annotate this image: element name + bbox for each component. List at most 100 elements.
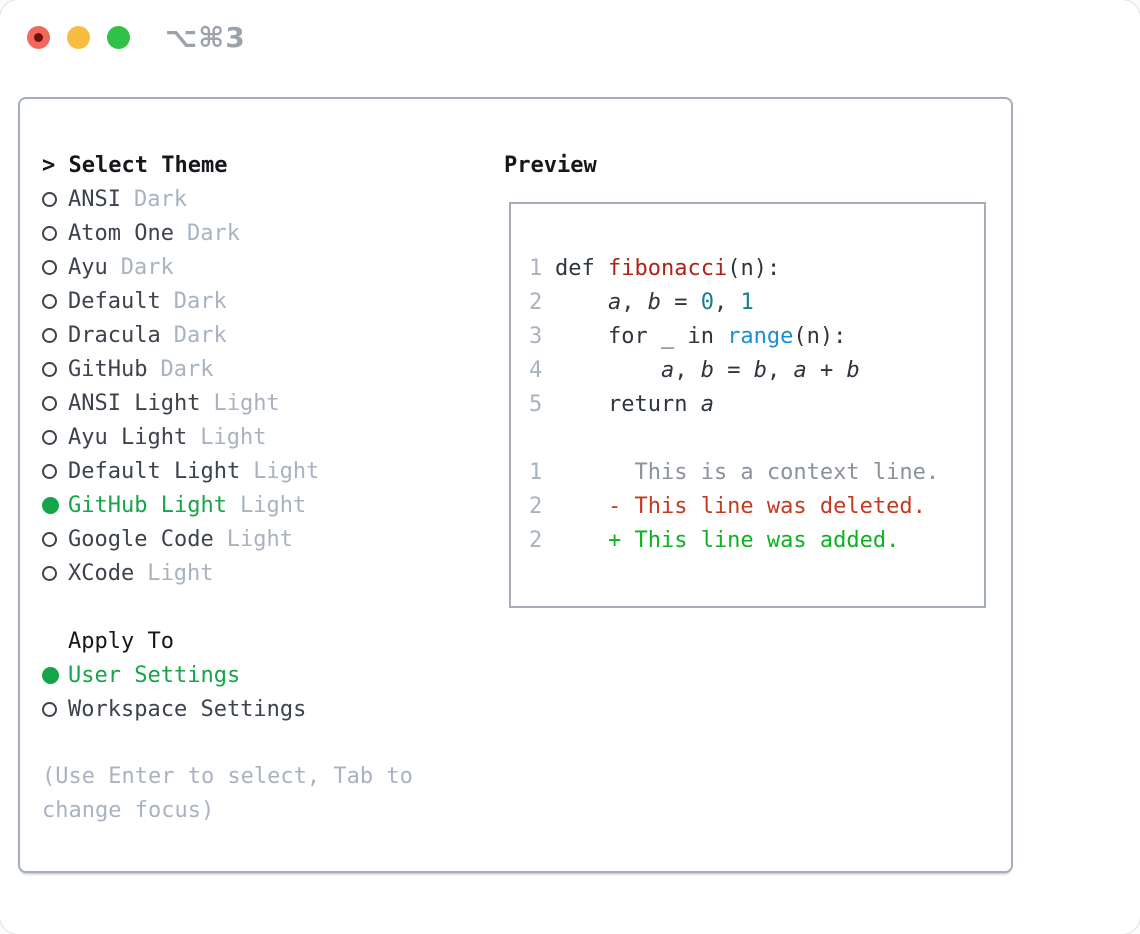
code-token-num: 0 bbox=[700, 289, 714, 315]
option-label: GitHub bbox=[68, 356, 148, 382]
line-number: 2 bbox=[529, 527, 543, 553]
code-token-fg: def bbox=[555, 255, 608, 281]
apply-option-workspace-settings[interactable]: Workspace Settings bbox=[42, 692, 502, 726]
option-label: Atom One bbox=[68, 220, 174, 246]
line-number: 2 bbox=[529, 289, 543, 315]
theme-option-xcode[interactable]: XCode Light bbox=[42, 556, 502, 590]
traffic-lights bbox=[27, 26, 130, 49]
radio-icon bbox=[42, 293, 57, 309]
radio-icon bbox=[42, 463, 57, 479]
code-token-deleted: - This line was deleted. bbox=[555, 493, 926, 519]
theme-option-default[interactable]: Default Dark bbox=[42, 284, 502, 318]
option-label: ANSI Light bbox=[68, 390, 201, 416]
apply-to-title: Apply To bbox=[68, 628, 174, 654]
theme-option-ayu-light[interactable]: Ayu Light Light bbox=[42, 420, 502, 454]
radio-icon bbox=[42, 259, 57, 275]
variant-label: Light bbox=[200, 424, 267, 450]
code-token-var: a bbox=[700, 391, 714, 417]
line-number: 1 bbox=[529, 255, 543, 281]
radio-icon bbox=[42, 531, 57, 547]
focus-caret: > bbox=[42, 152, 69, 178]
keyboard-hint: (Use Enter to select, Tab to change focu… bbox=[42, 764, 413, 823]
option-label: Default bbox=[68, 288, 161, 314]
spacer bbox=[42, 726, 502, 760]
code-line: 2 - This line was deleted. bbox=[529, 489, 984, 523]
option-label: Workspace Settings bbox=[68, 696, 307, 722]
variant-label: Dark bbox=[120, 254, 174, 280]
code-token-added: + This line was added. bbox=[555, 527, 900, 553]
zoom-icon[interactable] bbox=[107, 26, 130, 49]
variant-label: Light bbox=[147, 560, 214, 586]
theme-list-title: > Select Theme bbox=[42, 148, 502, 182]
radio-icon bbox=[42, 395, 57, 411]
option-label: XCode bbox=[68, 560, 135, 586]
variant-label: Light bbox=[226, 526, 293, 552]
code-token-var: b bbox=[846, 357, 860, 383]
option-label: ANSI bbox=[68, 186, 121, 212]
variant-label: Dark bbox=[173, 322, 227, 348]
code-line: 3 for _ in range(n): bbox=[529, 319, 984, 353]
code-token-var: a bbox=[660, 357, 675, 383]
apply-option-user-settings[interactable]: User Settings bbox=[42, 658, 502, 692]
theme-option-ansi-light[interactable]: ANSI Light Light bbox=[42, 386, 502, 420]
code-token-fg: (n): bbox=[793, 323, 847, 349]
radio-icon bbox=[42, 191, 57, 207]
variant-label: Light bbox=[239, 492, 307, 518]
titlebar: ⌥⌘3 bbox=[0, 0, 1140, 74]
radio-icon bbox=[42, 327, 57, 343]
radio-icon bbox=[42, 429, 57, 445]
code-token-fg: , bbox=[766, 357, 794, 383]
code-token-fg: for _ in bbox=[555, 323, 728, 349]
spacer bbox=[42, 590, 502, 624]
option-label: Ayu Light bbox=[68, 424, 188, 450]
line-number: 5 bbox=[529, 391, 543, 417]
radio-selected-icon bbox=[42, 666, 59, 684]
option-label: Dracula bbox=[68, 322, 161, 348]
code-token-func: fibonacci bbox=[607, 255, 728, 281]
code-token-fg: return bbox=[555, 391, 701, 417]
preview-title: Preview bbox=[504, 152, 597, 178]
minimize-icon[interactable] bbox=[67, 26, 90, 49]
code-token-fg: = bbox=[660, 289, 701, 315]
radio-selected-icon bbox=[42, 496, 59, 514]
theme-option-github[interactable]: GitHub Dark bbox=[42, 352, 502, 386]
close-icon[interactable] bbox=[27, 26, 50, 49]
code-line: 2 a, b = 0, 1 bbox=[529, 285, 984, 319]
line-number: 3 bbox=[529, 323, 543, 349]
theme-list-title-label: Select Theme bbox=[68, 152, 228, 178]
variant-label: Light bbox=[213, 390, 280, 416]
line-number: 1 bbox=[529, 459, 543, 485]
variant-label: Dark bbox=[173, 288, 227, 314]
code-line: 1 def fibonacci(n): bbox=[529, 251, 984, 285]
theme-option-ansi[interactable]: ANSI Dark bbox=[42, 182, 502, 216]
code-token-var: b bbox=[647, 289, 661, 315]
variant-label: Dark bbox=[160, 356, 214, 382]
option-label: Default Light bbox=[68, 458, 241, 484]
code-line: 5 return a bbox=[529, 387, 984, 421]
radio-icon bbox=[42, 361, 57, 377]
code-token-fg: (n): bbox=[727, 255, 781, 281]
radio-icon bbox=[42, 565, 57, 581]
radio-icon bbox=[42, 225, 57, 241]
code-token-context: This is a context line. bbox=[555, 459, 940, 485]
code-token-var: a bbox=[793, 357, 807, 383]
line-number: 2 bbox=[529, 493, 543, 519]
line-number: 4 bbox=[529, 357, 543, 383]
code-token-num: 1 bbox=[740, 289, 754, 315]
code-line bbox=[529, 421, 984, 455]
variant-label: Dark bbox=[133, 186, 187, 212]
code-token-fg: + bbox=[806, 357, 847, 383]
code-token-fg bbox=[555, 290, 608, 315]
code-token-fg: , bbox=[621, 289, 648, 315]
code-token-var: b bbox=[700, 357, 714, 383]
theme-option-dracula[interactable]: Dracula Dark bbox=[42, 318, 502, 352]
